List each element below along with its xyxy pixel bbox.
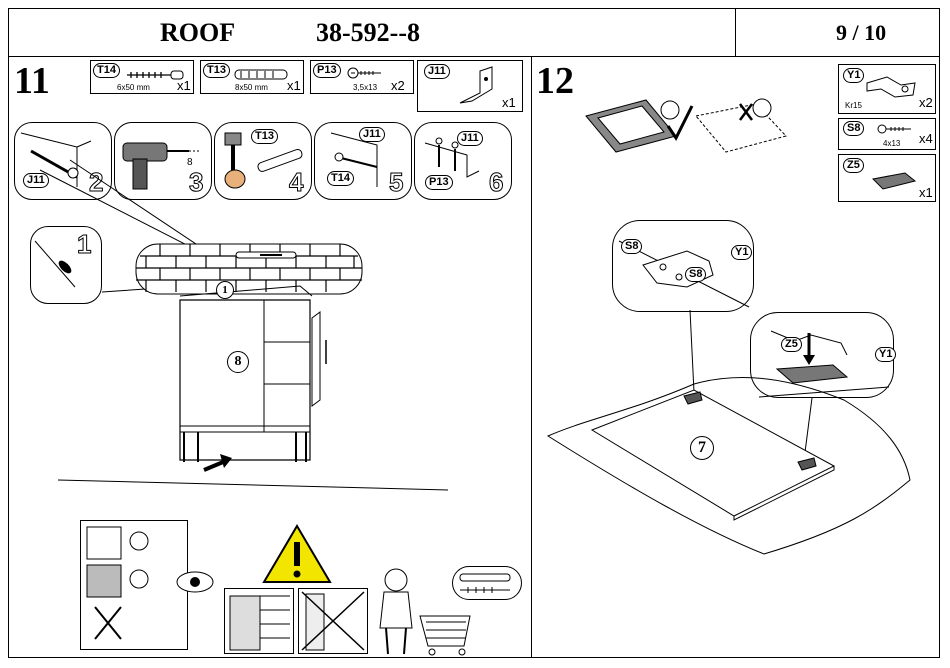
substep-number: 2 bbox=[88, 167, 104, 198]
hammer-icon bbox=[224, 132, 303, 189]
substep-tag: J11 bbox=[23, 173, 49, 188]
callout-tag: S8 bbox=[621, 239, 643, 254]
brand-title: ROOF bbox=[160, 18, 236, 47]
hinge-cap-icon bbox=[871, 172, 917, 190]
product-code: 38-592--8 bbox=[316, 18, 420, 47]
substep-number: 3 bbox=[188, 167, 204, 198]
part-tag: T14 bbox=[93, 63, 120, 78]
eye-icon bbox=[176, 571, 214, 593]
surface-protection-tip bbox=[585, 98, 787, 153]
drywall-crossed-icon bbox=[301, 591, 365, 651]
part-t13: T13 8x50 mm x1 bbox=[200, 60, 304, 94]
drill-icon bbox=[122, 142, 201, 190]
concrete-wall-icon bbox=[229, 595, 290, 651]
bracket-screw-illustration bbox=[330, 132, 378, 187]
part-dims: Kr15 bbox=[845, 101, 862, 110]
part-tag: Y1 bbox=[843, 68, 865, 83]
hinge-detail-illustration bbox=[618, 240, 750, 308]
substep-number: 6 bbox=[488, 167, 504, 198]
part-dims: 4x13 bbox=[883, 139, 901, 148]
step-12-number: 12 bbox=[536, 60, 574, 102]
page-frame bbox=[8, 8, 940, 658]
part-j11: J11 x1 bbox=[417, 60, 523, 112]
substep-3: 8 3 bbox=[114, 122, 212, 200]
substep-tag: P13 bbox=[425, 175, 453, 190]
part-p13: P13 3,5x13 x2 bbox=[310, 60, 414, 94]
plug-check-illustration bbox=[86, 526, 149, 640]
hinge-callout-top: S8 Y1 S8 bbox=[612, 220, 754, 312]
cabinet-label: 8 bbox=[227, 351, 249, 373]
part-qty: x1 bbox=[287, 78, 301, 93]
door-label: 7 bbox=[690, 436, 714, 460]
wall-type-drywall bbox=[298, 588, 368, 654]
substep-number: 4 bbox=[288, 167, 304, 198]
substep-2: J11 2 bbox=[14, 122, 112, 200]
step-divider bbox=[531, 56, 532, 658]
callout-tag: Z5 bbox=[781, 337, 802, 352]
hinge-icon bbox=[866, 76, 916, 98]
hinge-callout-bottom: Z5 Y1 bbox=[750, 312, 897, 398]
bracket-mount-illustration bbox=[20, 132, 92, 187]
wall-plug-icon bbox=[234, 69, 288, 80]
part-tag: P13 bbox=[313, 63, 341, 78]
substep-tag: J11 bbox=[457, 131, 483, 146]
part-qty: x1 bbox=[919, 185, 933, 200]
wall-type-concrete bbox=[224, 588, 294, 654]
part-t14: T14 6x50 mm x1 bbox=[90, 60, 194, 94]
part-dims: 8x50 mm bbox=[235, 83, 268, 92]
part-tag: Z5 bbox=[843, 158, 864, 173]
wall-label: 1 bbox=[216, 281, 234, 299]
substep-4: T13 4 bbox=[214, 122, 312, 200]
angle-bracket-icon bbox=[459, 66, 493, 104]
detail-number: 1 bbox=[76, 229, 92, 260]
callout-tag: Y1 bbox=[731, 245, 753, 260]
substep-tag: T14 bbox=[327, 171, 354, 186]
header-divider bbox=[8, 56, 940, 57]
plug-screw-bubble bbox=[452, 566, 522, 600]
part-dims: 3,5x13 bbox=[353, 83, 378, 92]
wall-plug-detail bbox=[34, 240, 76, 288]
door-panel-illustration bbox=[546, 309, 911, 555]
page-number: 9 / 10 bbox=[836, 20, 887, 45]
part-z5: Z5 x1 bbox=[838, 154, 936, 202]
part-qty: x2 bbox=[919, 95, 933, 110]
hinge-cap-detail-illustration bbox=[758, 330, 890, 398]
part-s8: S8 4x13 x4 bbox=[838, 118, 936, 150]
substep-5: J11 T14 5 bbox=[314, 122, 412, 200]
step-11-number: 11 bbox=[14, 60, 50, 102]
dowel-screw-icon bbox=[127, 70, 184, 80]
shopping-cart-person-icon bbox=[379, 568, 471, 656]
part-qty: x1 bbox=[502, 95, 516, 110]
callout-tag: Y1 bbox=[875, 347, 897, 362]
plug-screw-icon bbox=[459, 573, 511, 593]
substep-number: 5 bbox=[388, 167, 404, 198]
detail-1: 1 bbox=[30, 226, 102, 304]
callout-tag: S8 bbox=[685, 267, 707, 282]
part-tag: T13 bbox=[203, 63, 230, 78]
part-tag: S8 bbox=[843, 121, 865, 136]
screw-icon bbox=[347, 67, 381, 79]
screw-icon bbox=[877, 124, 911, 134]
part-y1: Y1 Kr15 x2 bbox=[838, 64, 936, 114]
part-qty: x4 bbox=[919, 131, 933, 146]
wall-cabinet-illustration bbox=[39, 159, 449, 491]
drill-size: 8 bbox=[187, 157, 193, 168]
header-separator bbox=[735, 8, 736, 56]
bracket-fix-illustration bbox=[424, 137, 480, 178]
plug-guidance-panel bbox=[80, 520, 188, 650]
substep-6: J11 P13 6 bbox=[414, 122, 512, 200]
part-qty: x2 bbox=[391, 78, 405, 93]
part-dims: 6x50 mm bbox=[117, 83, 150, 92]
substep-tag: J11 bbox=[359, 127, 385, 142]
warning-icon bbox=[262, 524, 332, 583]
substep-tag: T13 bbox=[251, 129, 278, 144]
part-tag: J11 bbox=[424, 64, 450, 79]
part-qty: x1 bbox=[177, 78, 191, 93]
